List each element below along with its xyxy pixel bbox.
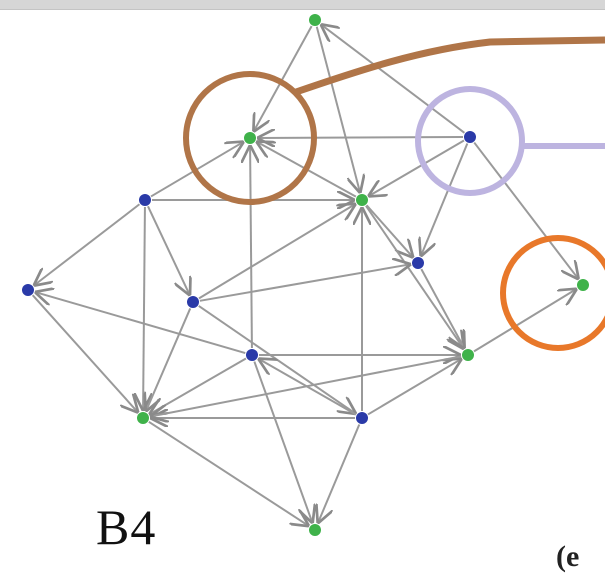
edge-n7-n5 xyxy=(199,264,411,302)
edge-n11-n13 xyxy=(148,420,309,526)
edge-n12-n10 xyxy=(367,359,462,416)
graph-node-n12 xyxy=(356,412,368,424)
graph-node-n13 xyxy=(309,524,321,536)
lavender-highlight-circle xyxy=(415,86,525,196)
graph-node-n5 xyxy=(412,257,424,269)
edge-n12-n13 xyxy=(318,424,361,523)
edge-n2-n0 xyxy=(321,24,466,134)
edge-n2-n1 xyxy=(257,137,464,138)
orange-highlight-circle xyxy=(500,235,605,351)
brown-leader-line xyxy=(294,36,605,96)
graph-node-n10 xyxy=(462,349,474,361)
graph-node-n8 xyxy=(577,279,589,291)
edge-n3-n6 xyxy=(34,203,141,285)
edge-n10-n8 xyxy=(473,289,577,353)
top-border-bar xyxy=(0,0,605,10)
graph-node-n3 xyxy=(139,194,151,206)
edge-n12-n9 xyxy=(258,358,357,416)
node-layer xyxy=(22,14,589,536)
edge-n6-n11 xyxy=(31,294,139,413)
graph-node-n6 xyxy=(22,284,34,296)
edge-n7-n12 xyxy=(198,305,356,414)
edge-n7-n4 xyxy=(198,204,356,300)
graph-node-n11 xyxy=(137,412,149,424)
partial-caption: (e xyxy=(556,540,580,573)
edge-n9-n11 xyxy=(149,357,247,415)
edge-n9-n1 xyxy=(250,145,252,349)
edge-n0-n1 xyxy=(253,25,313,132)
edge-n3-n11 xyxy=(143,206,145,411)
edge-n3-n7 xyxy=(147,205,190,295)
edge-n2-n5 xyxy=(421,143,469,256)
edge-n0-n4 xyxy=(315,26,360,193)
graph-node-n4 xyxy=(356,194,368,206)
graph-node-n1 xyxy=(244,132,256,144)
graph-node-n9 xyxy=(246,349,258,361)
edge-n2-n8 xyxy=(473,141,579,280)
graph-node-n2 xyxy=(464,131,476,143)
edge-n9-n6 xyxy=(35,292,246,355)
graph-node-n7 xyxy=(187,296,199,308)
edge-n7-n11 xyxy=(146,308,192,411)
edge-n4-n10 xyxy=(365,205,464,349)
edge-n2-n4 xyxy=(368,139,465,197)
diagram-label: B4 xyxy=(96,499,157,555)
edge-n3-n1 xyxy=(150,142,244,198)
edge-n5-n10 xyxy=(420,268,464,349)
highlight-layer xyxy=(183,36,605,351)
graph-node-n0 xyxy=(309,14,321,26)
brown-highlight-circle xyxy=(183,71,317,205)
edge-n9-n13 xyxy=(253,361,312,524)
edge-n4-n5 xyxy=(365,204,414,258)
